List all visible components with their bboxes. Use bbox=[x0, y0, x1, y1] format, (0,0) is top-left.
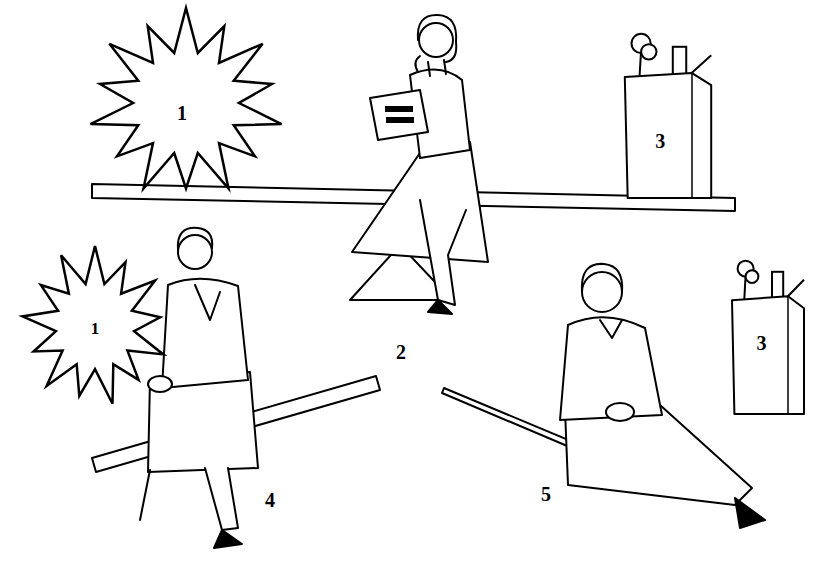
head bbox=[419, 23, 453, 57]
hands bbox=[148, 376, 172, 392]
starburst-outline bbox=[91, 8, 282, 189]
woman-figure bbox=[140, 228, 258, 548]
head bbox=[582, 272, 622, 312]
phone-hand bbox=[415, 56, 420, 72]
node-outline bbox=[728, 256, 808, 414]
starburst-outline bbox=[23, 246, 164, 404]
hair bbox=[178, 228, 212, 250]
starburst-callout: 1 bbox=[22, 246, 168, 406]
hair bbox=[418, 15, 456, 62]
legs bbox=[420, 200, 466, 305]
callout-number: 1 bbox=[91, 319, 100, 339]
hair bbox=[582, 264, 622, 292]
callout-number: 4 bbox=[265, 489, 275, 512]
grocery-bag: 3 bbox=[728, 256, 808, 414]
hands bbox=[606, 403, 634, 421]
torso bbox=[560, 317, 662, 420]
shoe bbox=[214, 530, 242, 548]
bag-fold bbox=[787, 296, 789, 414]
skirt bbox=[565, 405, 752, 505]
callout-number: 1 bbox=[177, 101, 187, 124]
head bbox=[178, 235, 212, 269]
starburst-callout: 1 bbox=[88, 8, 284, 198]
collar-bow bbox=[195, 285, 220, 320]
collar-bow bbox=[600, 320, 622, 338]
callout-number: 5 bbox=[541, 483, 551, 506]
neck bbox=[428, 60, 446, 76]
skirt bbox=[148, 372, 258, 472]
node-outline bbox=[620, 30, 716, 198]
grocery-bag: 3 bbox=[620, 30, 716, 198]
leaves bbox=[641, 44, 656, 59]
callout-number: 2 bbox=[396, 341, 406, 364]
bag-fold bbox=[691, 73, 693, 198]
leg bbox=[140, 470, 150, 520]
shoe bbox=[428, 300, 452, 314]
callout-number: 3 bbox=[655, 129, 665, 152]
woman-figure bbox=[352, 15, 488, 314]
laptop bbox=[370, 90, 428, 140]
laptop-mark bbox=[386, 117, 414, 123]
torso bbox=[162, 279, 248, 388]
laptop-mark bbox=[385, 106, 413, 112]
legs bbox=[205, 468, 238, 530]
leaves bbox=[746, 270, 759, 283]
callout-number: 3 bbox=[757, 331, 767, 354]
shoe bbox=[735, 498, 765, 528]
bag-outline bbox=[732, 296, 804, 414]
bag-outline bbox=[625, 73, 711, 198]
